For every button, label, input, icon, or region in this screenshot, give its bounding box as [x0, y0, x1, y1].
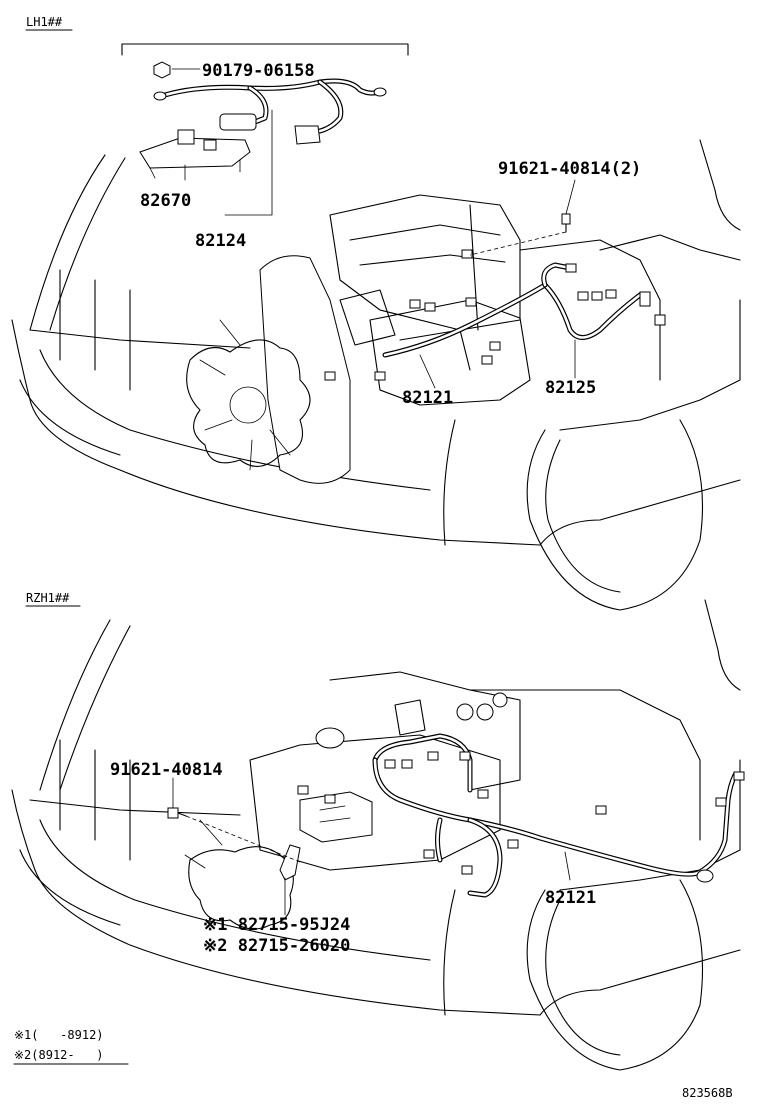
part-label-91621-40814-2: 91621-40814(2)	[498, 159, 641, 179]
figure-id: 823568B	[682, 1086, 733, 1100]
car-body-top	[11, 139, 741, 611]
group-bracket	[121, 43, 409, 56]
section-header-lh: LH1##	[26, 15, 63, 29]
bolt-icon-bottom	[167, 807, 301, 863]
part-label-82125: 82125	[545, 378, 596, 398]
harness-82125	[324, 249, 666, 381]
part-label-82121-bottom: 82121	[545, 888, 596, 908]
car-body-bottom	[11, 599, 741, 1071]
part-label-91621-40814: 91621-40814	[110, 760, 223, 780]
part-label-82715-95j24: ※1 82715-95J24	[203, 915, 350, 935]
part-label-82670: 82670	[140, 191, 191, 211]
sub-harness-82124	[139, 61, 387, 179]
engine-bottom	[184, 671, 521, 930]
part-label-82124: 82124	[195, 231, 246, 251]
leader-lines-top	[171, 68, 576, 389]
footnote-1: ※1( -8912)	[14, 1028, 104, 1042]
leader-lines-bottom	[172, 777, 571, 916]
harness-82121-bottom	[297, 733, 745, 898]
part-label-82121-top: 82121	[402, 388, 453, 408]
engine-top	[186, 194, 531, 484]
section-header-rzh: RZH1##	[26, 591, 70, 605]
footnote-2: ※2(8912- )	[14, 1048, 104, 1062]
part-label-82715-26020: ※2 82715-26020	[203, 936, 350, 956]
part-label-90179-06158: 90179-06158	[202, 61, 315, 81]
